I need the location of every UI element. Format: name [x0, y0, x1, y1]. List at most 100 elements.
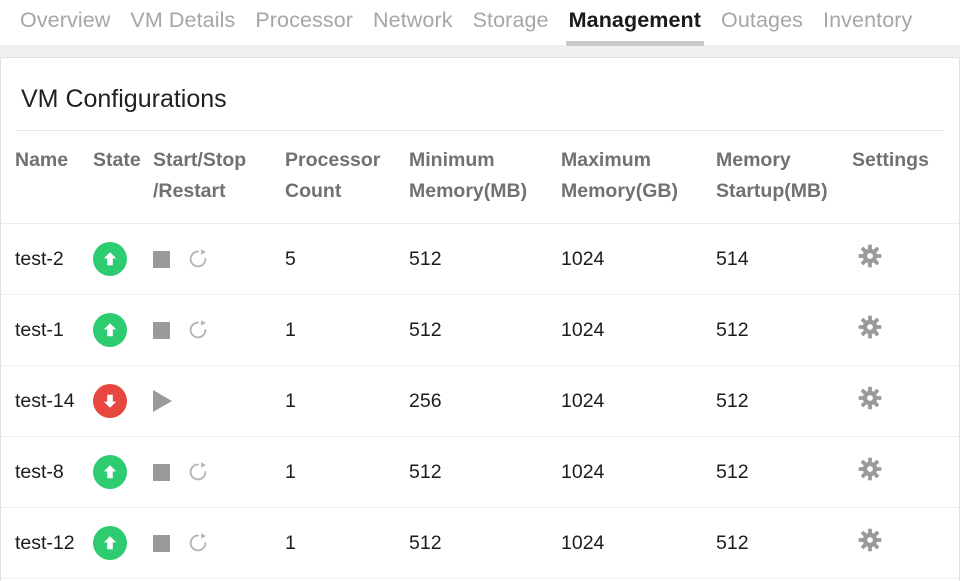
gear-icon[interactable]: [858, 528, 882, 552]
column-header-min-memory-line1: Minimum: [409, 149, 495, 171]
column-header-state-label: State: [93, 149, 141, 171]
play-icon[interactable]: [153, 390, 172, 412]
column-header-startup-memory-line1: Memory: [716, 149, 791, 171]
cell-vm-name: test-1: [1, 294, 93, 366]
cell-settings: [852, 507, 959, 579]
cell-memory-startup: 514: [712, 223, 852, 295]
cell-minimum-memory: 512: [405, 436, 557, 508]
cell-memory-startup: 512: [712, 507, 852, 579]
column-header-name-label: Name: [15, 149, 69, 171]
stop-icon[interactable]: [153, 321, 170, 339]
restart-icon[interactable]: [186, 531, 210, 555]
tab-storage[interactable]: Storage: [472, 8, 549, 32]
restart-icon[interactable]: [186, 460, 210, 484]
action-button-group: [153, 390, 275, 412]
arrow-up-circle-green-icon[interactable]: [93, 455, 127, 489]
title-divider: [17, 130, 943, 131]
cell-state: [93, 294, 153, 366]
play-triangle-glyph: [153, 390, 172, 412]
tab-vm-details[interactable]: VM Details: [130, 8, 236, 32]
cell-vm-name: test-8: [1, 436, 93, 508]
page-title: VM Configurations: [21, 85, 227, 113]
cell-memory-startup: 512: [712, 365, 852, 437]
column-header-start-stop-restart: Start/Stop /Restart: [153, 131, 275, 224]
stop-square-glyph: [153, 463, 170, 481]
cell-settings: [852, 223, 959, 295]
table-header: Name State Start/Stop /Restart Processor…: [1, 131, 959, 224]
tab-outages[interactable]: Outages: [721, 8, 804, 32]
cell-memory-startup: 512: [712, 436, 852, 508]
column-header-max-memory-line2: Memory(GB): [561, 180, 679, 202]
cell-vm-name: test-2: [1, 223, 93, 295]
column-header-name: Name: [1, 131, 93, 224]
arrow-down-circle-red-icon[interactable]: [93, 384, 127, 418]
restart-icon[interactable]: [186, 247, 210, 271]
arrow-up-circle-green-icon[interactable]: [93, 526, 127, 560]
cell-settings: [852, 436, 959, 508]
action-button-group: [153, 318, 275, 342]
cell-processor-count: 5: [275, 223, 405, 295]
stop-icon[interactable]: [153, 534, 170, 552]
cell-minimum-memory: 512: [405, 223, 557, 295]
cell-state: [93, 507, 153, 579]
cell-start-stop-restart: [153, 436, 275, 508]
cell-processor-count: 1: [275, 294, 405, 366]
cell-maximum-memory: 1024: [557, 294, 712, 366]
column-header-settings-label: Settings: [852, 149, 929, 171]
cell-processor-count: 1: [275, 365, 405, 437]
stop-square-glyph: [153, 250, 170, 268]
tab-processor[interactable]: Processor: [255, 8, 354, 32]
gear-icon[interactable]: [858, 244, 882, 268]
cell-memory-startup: 512: [712, 294, 852, 366]
cell-start-stop-restart: [153, 294, 275, 366]
column-header-min-memory-line2: Memory(MB): [409, 180, 528, 202]
cell-state: [93, 436, 153, 508]
column-header-start-stop-line2: /Restart: [153, 180, 226, 202]
gear-icon[interactable]: [858, 315, 882, 339]
tab-overview[interactable]: Overview: [20, 8, 111, 32]
column-header-start-stop-line1: Start/Stop: [153, 149, 247, 171]
cell-settings: [852, 294, 959, 366]
column-header-max-memory-line1: Maximum: [561, 149, 651, 171]
vm-configurations-panel: VM Configurations Name State Start/Stop …: [0, 58, 960, 581]
table-header-row: Name State Start/Stop /Restart Processor…: [1, 131, 959, 224]
stop-square-glyph: [153, 534, 170, 552]
column-header-startup-memory-line2: Startup(MB): [716, 180, 828, 202]
column-header-settings: Settings: [852, 131, 959, 224]
arrow-up-circle-green-icon[interactable]: [93, 242, 127, 276]
tab-inventory[interactable]: Inventory: [823, 8, 913, 32]
stop-square-glyph: [153, 321, 170, 339]
cell-vm-name: test-12: [1, 507, 93, 579]
cell-vm-name: test-14: [1, 365, 93, 437]
column-header-memory-startup: Memory Startup(MB): [712, 131, 852, 224]
cell-start-stop-restart: [153, 507, 275, 579]
action-button-group: [153, 531, 275, 555]
restart-icon[interactable]: [186, 318, 210, 342]
tab-management[interactable]: Management: [559, 0, 711, 46]
column-header-processor-line2: Count: [285, 180, 342, 202]
tab-bar: Overview VM Details Processor Network Storag…: [0, 0, 960, 46]
vm-configurations-table: Name State Start/Stop /Restart Processor…: [1, 131, 959, 579]
gear-icon[interactable]: [858, 457, 882, 481]
stop-icon[interactable]: [153, 250, 170, 268]
column-header-state: State: [93, 131, 153, 224]
cell-settings: [852, 365, 959, 437]
cell-processor-count: 1: [275, 436, 405, 508]
cell-start-stop-restart: [153, 223, 275, 295]
column-header-maximum-memory: Maximum Memory(GB): [557, 131, 712, 224]
tab-separator-band: [0, 45, 960, 58]
arrow-up-circle-green-icon[interactable]: [93, 313, 127, 347]
action-button-group: [153, 460, 275, 484]
gear-icon[interactable]: [858, 386, 882, 410]
column-header-minimum-memory: Minimum Memory(MB): [405, 131, 557, 224]
cell-state: [93, 223, 153, 295]
cell-start-stop-restart: [153, 365, 275, 437]
stop-icon[interactable]: [153, 463, 170, 481]
tab-network[interactable]: Network: [373, 8, 453, 32]
